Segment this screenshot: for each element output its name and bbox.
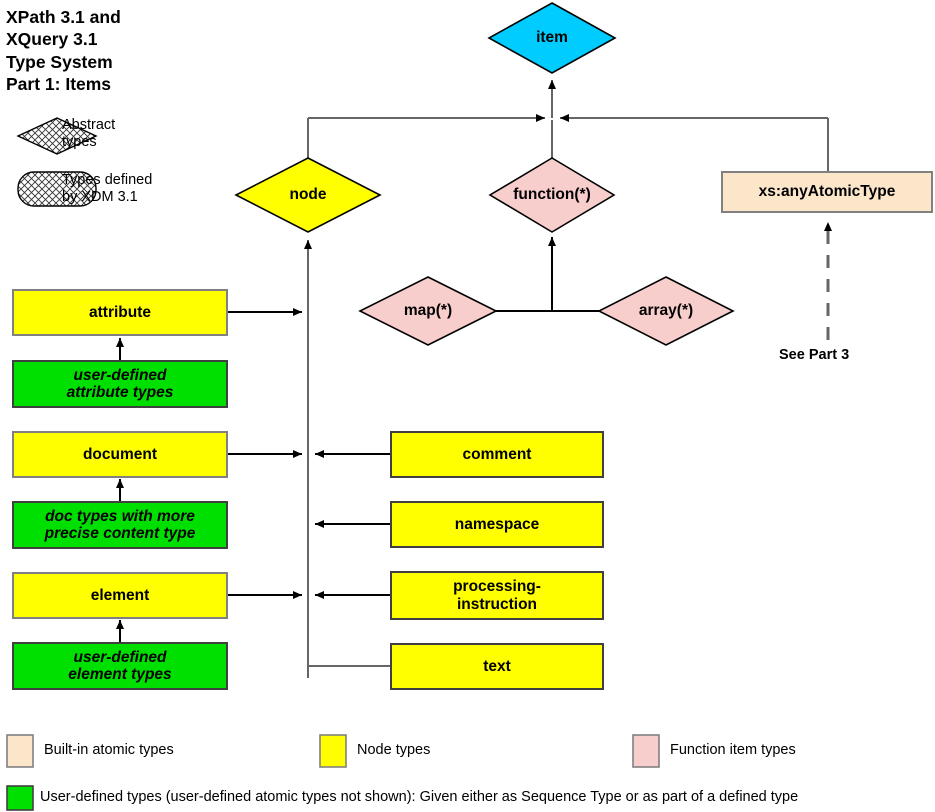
shape-namespace[interactable] [390, 501, 604, 548]
shape-comment[interactable] [390, 431, 604, 478]
legend-label-userdefined: User-defined types (user-defined atomic … [40, 789, 799, 805]
shape-element[interactable] [12, 572, 228, 619]
shape-ud-element-types[interactable] [12, 642, 228, 690]
label-map: map(*) [403, 302, 453, 320]
key-xdm-label: Types defined by XDM 3.1 [62, 172, 153, 205]
label-array: array(*) [638, 302, 694, 320]
shape-attribute[interactable] [12, 289, 228, 336]
key-abstract-diamond-icon [16, 117, 98, 155]
legend-label-function: Function item types [670, 742, 796, 758]
label-document: document [82, 445, 158, 463]
shape-processing-instruction[interactable] [390, 571, 604, 620]
shape-any-atomic-type[interactable] [721, 171, 933, 213]
label-function: function(*) [513, 186, 591, 204]
legend-swatch-userdefined [6, 785, 34, 811]
label-comment: comment [462, 445, 532, 463]
label-node: node [289, 186, 327, 204]
shape-document[interactable] [12, 431, 228, 478]
shape-text[interactable] [390, 643, 604, 690]
connector-lines [116, 80, 832, 678]
legend-swatch-function [632, 734, 660, 768]
shape-item[interactable] [487, 2, 617, 74]
label-ud-element-types: user-defined element types [68, 648, 172, 683]
legend-label-builtin: Built-in atomic types [44, 742, 174, 758]
legend-label-node: Node types [357, 742, 431, 758]
shape-node[interactable] [234, 157, 382, 233]
key-abstract-label: Abstract types [62, 117, 116, 150]
shape-function[interactable] [488, 157, 616, 233]
shape-array[interactable] [597, 276, 735, 346]
page-title: XPath 3.1 and XQuery 3.1 Type System Par… [6, 7, 121, 95]
label-element: element [90, 586, 150, 604]
annotation-see-part-3: See Part 3 [779, 347, 850, 363]
label-item: item [536, 29, 568, 47]
label-text: text [483, 657, 511, 675]
label-attribute: attribute [89, 303, 151, 321]
label-processing-instruction: processing- instruction [453, 578, 541, 613]
key-xdm-rounded-icon [17, 171, 97, 207]
legend-swatch-builtin [6, 734, 34, 768]
legend-swatch-node [319, 734, 347, 768]
shape-ud-attribute-types[interactable] [12, 360, 228, 408]
label-ud-doc-types: doc types with more precise content type [44, 507, 196, 542]
label-ud-attribute-types: user-defined attribute types [66, 366, 174, 401]
label-any-atomic-type: xs:anyAtomicType [758, 183, 896, 201]
shape-map[interactable] [358, 276, 498, 346]
shape-ud-doc-types[interactable] [12, 501, 228, 549]
label-namespace: namespace [454, 515, 540, 533]
